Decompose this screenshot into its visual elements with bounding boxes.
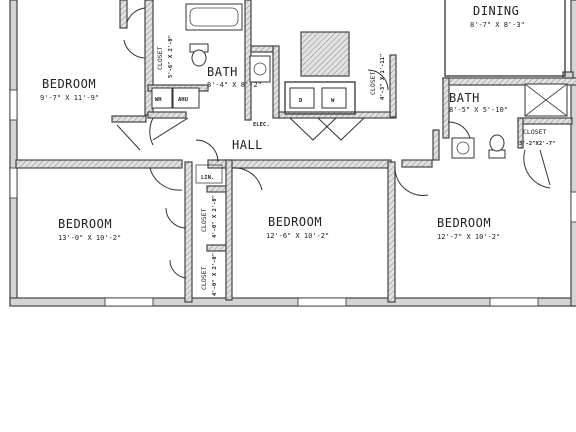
chimney-block xyxy=(300,31,350,77)
bath-center-dim: 8'-4" X 8'-2" xyxy=(207,81,262,89)
dining-dim: 8'-7" X 8'-3" xyxy=(470,21,525,29)
windows xyxy=(9,89,576,307)
fixture-labels: LIN. ELEC. WH AHU D W xyxy=(155,97,335,181)
water-heater-label: WH xyxy=(155,97,162,103)
bedroom-bottom-center-label: BEDROOM xyxy=(268,215,322,229)
bedroom-bottom-left-label: BEDROOM xyxy=(58,217,112,231)
doors xyxy=(116,7,551,279)
closet-labels: CLOSET 5'-6" X 2'-0" CLOSET 4'-3" X 1'-1… xyxy=(156,35,555,296)
bedroom-bottom-left-dim: 13'-0" X 10'-2" xyxy=(58,234,121,242)
bedroom-bottom-center-dim: 12'-6" X 10'-2" xyxy=(266,232,329,240)
shower xyxy=(524,83,568,117)
bath-right-dim: 8'-5" X 5'-10" xyxy=(449,106,508,114)
bedroom-top-left-dim: 9'-7" X 11'-9" xyxy=(40,94,99,102)
washer-label: W xyxy=(331,98,335,104)
closet-mid-upper-dim: 4'-0" X 2'-0" xyxy=(212,195,218,238)
sink-icon xyxy=(249,55,271,83)
bedroom-bottom-right-dim: 12'-7" X 10'-2" xyxy=(437,233,500,241)
mechanical-units xyxy=(151,87,200,109)
electrical-label: ELEC. xyxy=(253,122,270,128)
bedroom-top-left-label: BEDROOM xyxy=(42,77,96,91)
dining-room-outline xyxy=(444,0,566,77)
bathtub xyxy=(185,3,243,31)
bedroom-bottom-right-label: BEDROOM xyxy=(437,216,491,230)
linen-closet xyxy=(195,164,223,184)
closet-mid-lower-label: CLOSET xyxy=(200,266,208,290)
closet-mid-upper-label: CLOSET xyxy=(200,208,208,232)
air-handler-label: AHU xyxy=(178,97,189,103)
dining-label: DINING xyxy=(473,4,519,18)
bath-right-label: BATH xyxy=(449,91,480,105)
closet-mid-lower-dim: 4'-0" X 2'-0" xyxy=(212,253,218,296)
linen-label: LIN. xyxy=(201,175,214,181)
hall-label: HALL xyxy=(232,138,263,152)
bath-center-label: BATH xyxy=(207,65,238,79)
closet-bath-right-label: CLOSET xyxy=(523,128,547,136)
closet-hall-dim: 4'-3" X 1'-11" xyxy=(380,54,386,100)
closet-top-left-label: CLOSET xyxy=(156,46,164,70)
laundry xyxy=(284,81,356,115)
right-bath-fixtures xyxy=(451,134,506,159)
dryer-label: D xyxy=(299,98,303,104)
closet-hall-label: CLOSET xyxy=(369,71,377,95)
closet-top-left-dim: 5'-6" X 2'-0" xyxy=(168,35,174,78)
closet-bath-right-dim: 3'-2"X2'-7" xyxy=(519,141,555,147)
toilet-icon xyxy=(189,43,209,67)
room-labels: DINING 8'-7" X 8'-3" BEDROOM 9'-7" X 11'… xyxy=(40,4,525,242)
